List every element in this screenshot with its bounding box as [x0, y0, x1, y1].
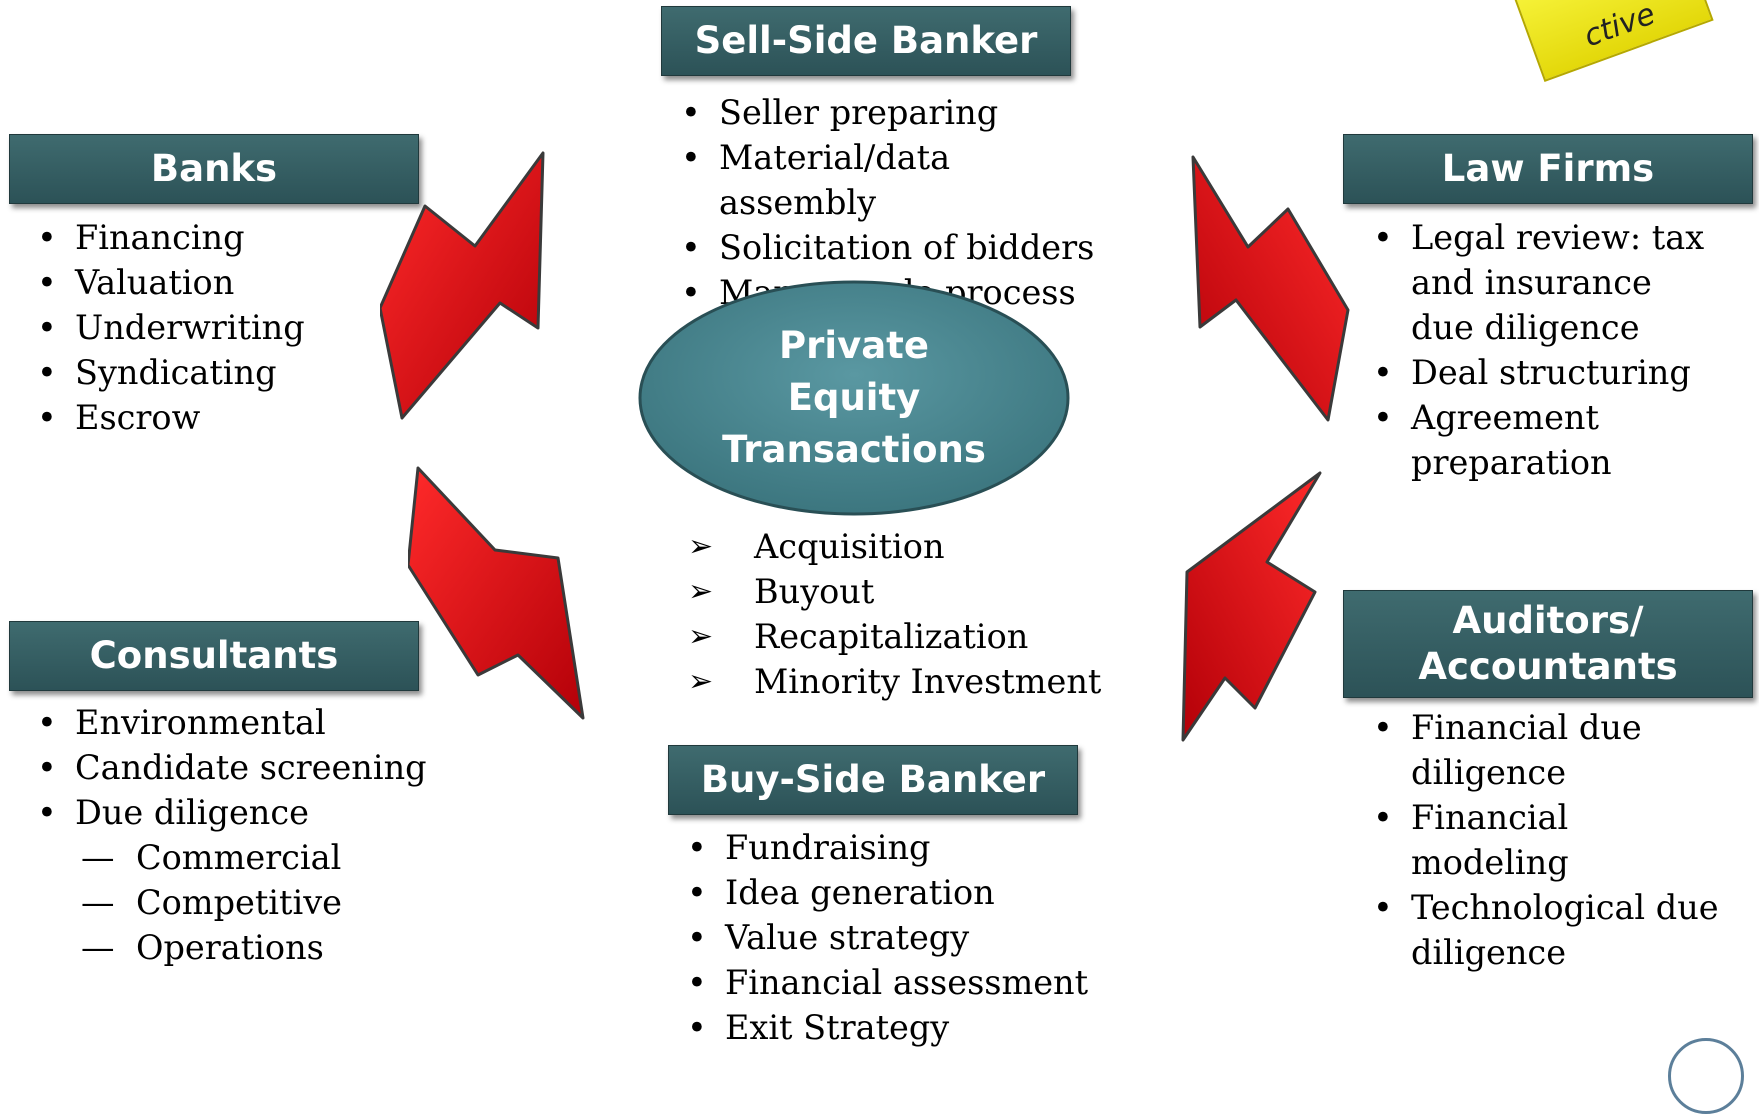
auditors-accountants-list: •Financial due diligence •Financial mode… — [1345, 705, 1725, 975]
arrow-law-firms-icon — [1191, 155, 1350, 422]
list-item: ➢Buyout — [688, 569, 1128, 614]
corner-badge: ctive — [1512, 0, 1714, 82]
arrow-auditors-icon — [1181, 471, 1322, 742]
list-item: •Financial assessment — [687, 963, 1089, 1002]
list-item: •Idea generation — [687, 873, 995, 912]
arrow-banks-icon — [380, 151, 545, 420]
list-item: •Candidate screening — [37, 748, 427, 787]
list-item: •Deal structuring — [1373, 353, 1691, 392]
sub-list-item: —Operations — [81, 928, 324, 967]
list-item: •Value strategy — [687, 918, 970, 957]
sub-list-item: —Competitive — [81, 883, 342, 922]
buy-side-banker-header: Buy-Side Banker — [668, 745, 1078, 815]
list-item: •Escrow — [37, 398, 201, 437]
list-item: •Financing — [37, 218, 245, 257]
banks-header: Banks — [9, 134, 419, 204]
list-item: •Exit Strategy — [687, 1008, 950, 1047]
list-item: •Fundraising — [687, 828, 931, 867]
banks-list: •Financing •Valuation •Underwriting •Syn… — [9, 215, 409, 440]
sell-side-banker-header: Sell-Side Banker — [661, 6, 1071, 76]
list-item: ➢Minority Investment — [688, 659, 1128, 704]
list-item: ➢Acquisition — [688, 524, 1128, 569]
center-title-line2: Equity — [787, 376, 921, 419]
corner-circle — [1668, 1038, 1744, 1114]
transaction-types-list: ➢Acquisition ➢Buyout ➢Recapitalization ➢… — [688, 524, 1128, 704]
auditors-accountants-header: Auditors/ Accountants — [1343, 590, 1753, 698]
auditors-title-line1: Auditors/ — [1452, 598, 1644, 642]
buy-side-banker-list: •Fundraising •Idea generation •Value str… — [659, 825, 1119, 1050]
list-item: •Underwriting — [37, 308, 305, 347]
law-firms-header: Law Firms — [1343, 134, 1753, 204]
center-title-line1: Private — [779, 324, 929, 367]
law-firms-title: Law Firms — [1441, 146, 1655, 190]
arrow-bullet-icon: ➢ — [688, 664, 714, 699]
center-ellipse — [638, 280, 1070, 516]
corner-badge-text: ctive — [1579, 0, 1660, 55]
list-item: •Technological due diligence — [1373, 888, 1719, 972]
auditors-title-line2: Accountants — [1418, 645, 1678, 688]
consultants-list: •Environmental •Candidate screening •Due… — [9, 700, 429, 970]
center-title-line3: Transactions — [722, 428, 986, 471]
list-item: •Material/data assembly — [681, 138, 951, 222]
list-item: ➢Recapitalization — [688, 614, 1128, 659]
arrow-bullet-icon: ➢ — [688, 619, 714, 654]
list-item: •Solicitation of bidders — [681, 228, 1095, 267]
list-item: •Valuation — [37, 263, 235, 302]
list-item: •Due diligence — [37, 793, 309, 832]
arrow-bullet-icon: ➢ — [688, 574, 714, 609]
list-item: •Agreement preparation — [1373, 398, 1612, 482]
buy-side-banker-title: Buy-Side Banker — [700, 757, 1046, 801]
law-firms-list: •Legal review: tax and insurance due dil… — [1345, 215, 1725, 485]
sub-list-item: —Commercial — [81, 838, 342, 877]
list-item: •Legal review: tax and insurance due dil… — [1373, 218, 1705, 347]
list-item: •Financial due diligence — [1373, 708, 1642, 792]
consultants-header: Consultants — [9, 621, 419, 691]
list-item: •Syndicating — [37, 353, 277, 392]
arrow-consultants-icon — [408, 466, 585, 720]
arrow-bullet-icon: ➢ — [688, 529, 714, 564]
list-item: •Environmental — [37, 703, 326, 742]
list-item: •Financial modeling — [1373, 798, 1569, 882]
consultants-title: Consultants — [89, 633, 339, 677]
banks-title: Banks — [150, 146, 278, 190]
center-label: Private Equity Transactions — [637, 279, 1071, 517]
sell-side-banker-title: Sell-Side Banker — [694, 18, 1038, 62]
list-item: •Seller preparing — [681, 93, 999, 132]
